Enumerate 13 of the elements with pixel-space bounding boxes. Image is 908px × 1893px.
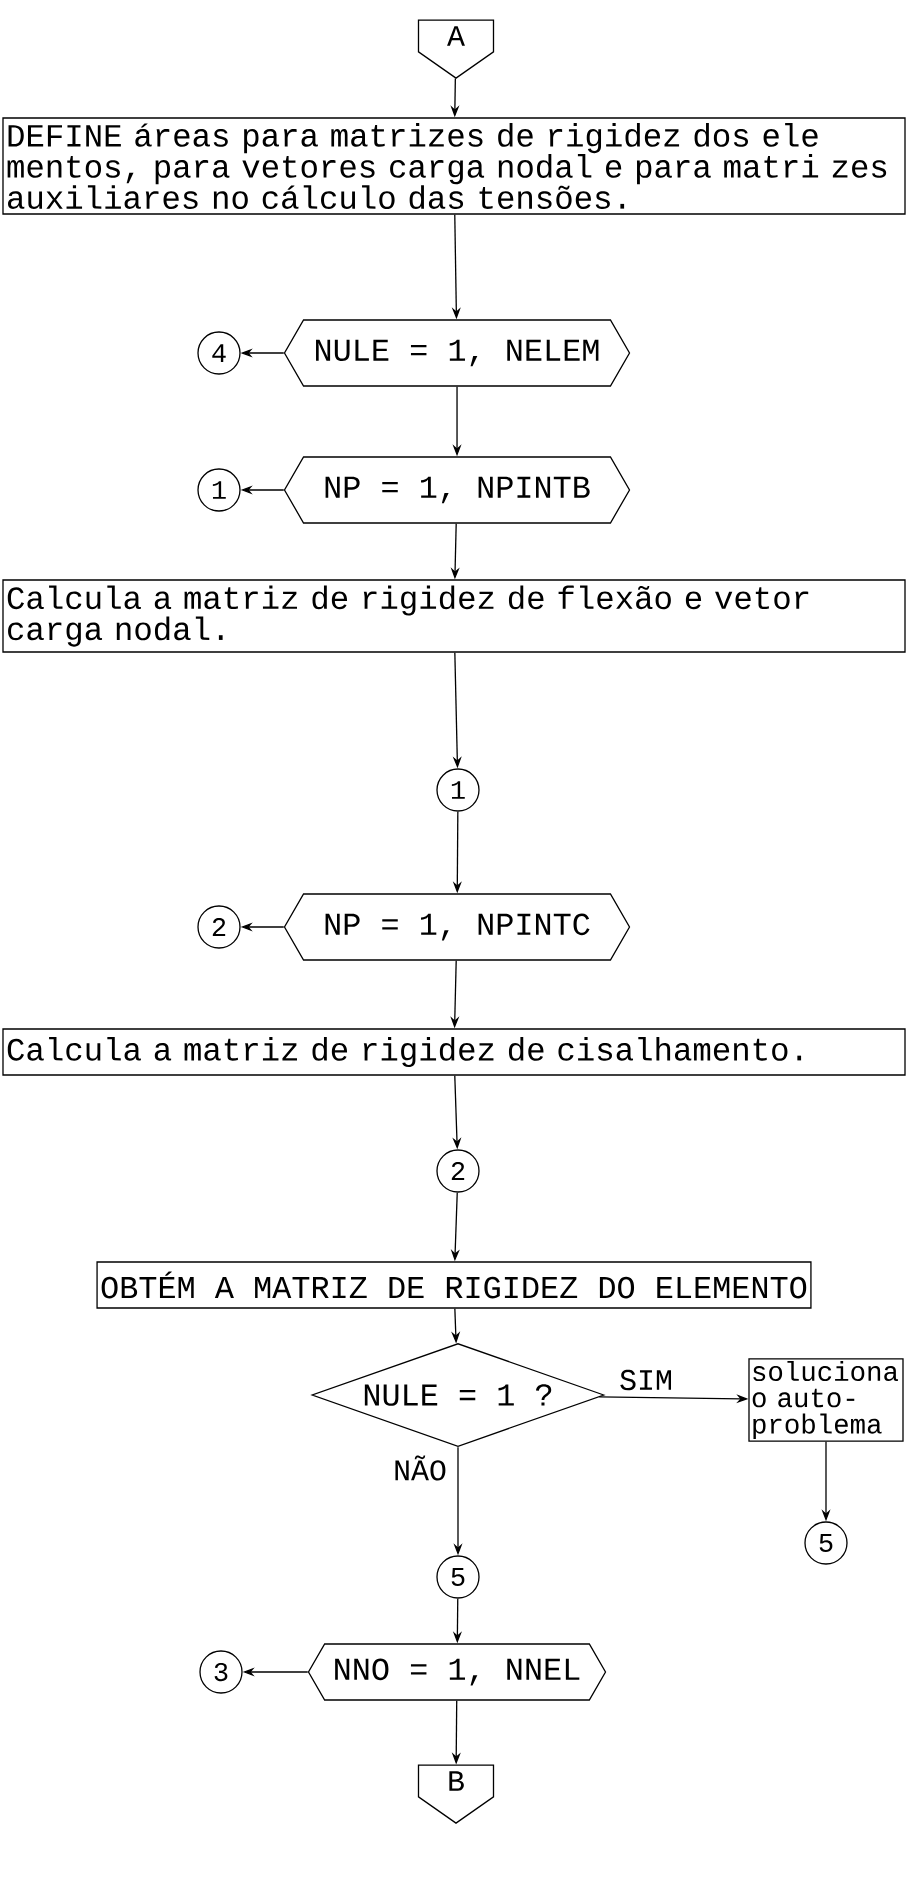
loop-hexagon: NP = 1, NPINTC	[283, 893, 631, 961]
loop-hexagon: NULE = 1, NELEM	[283, 319, 631, 387]
connector-pentagon: B	[417, 1764, 495, 1824]
process-box: OBTÉM A MATRIZ DE RIGIDEZ DO ELEMENTO	[96, 1261, 812, 1309]
process-box: soluciona o auto-problema	[748, 1358, 904, 1442]
edge-label: SIM	[618, 1368, 674, 1392]
loop-hexagon: NNO = 1, NNEL	[307, 1643, 607, 1701]
process-box: Calcula a matriz de rigidez de flexão e vetor carga nodal.	[2, 579, 906, 653]
connector-pentagon: A	[417, 19, 495, 79]
process-box: Calcula a matriz de rigidez de cisalhamento.	[2, 1028, 906, 1076]
process-box: DEFINE áreas para matrizes de rigidez dos ele mentos, para vetores carga nodal e para matri zes auxiliares no cálculo das tensões.	[2, 117, 906, 215]
edge-label: NÃO	[392, 1454, 448, 1482]
loop-hexagon: NP = 1, NPINTB	[283, 456, 631, 524]
